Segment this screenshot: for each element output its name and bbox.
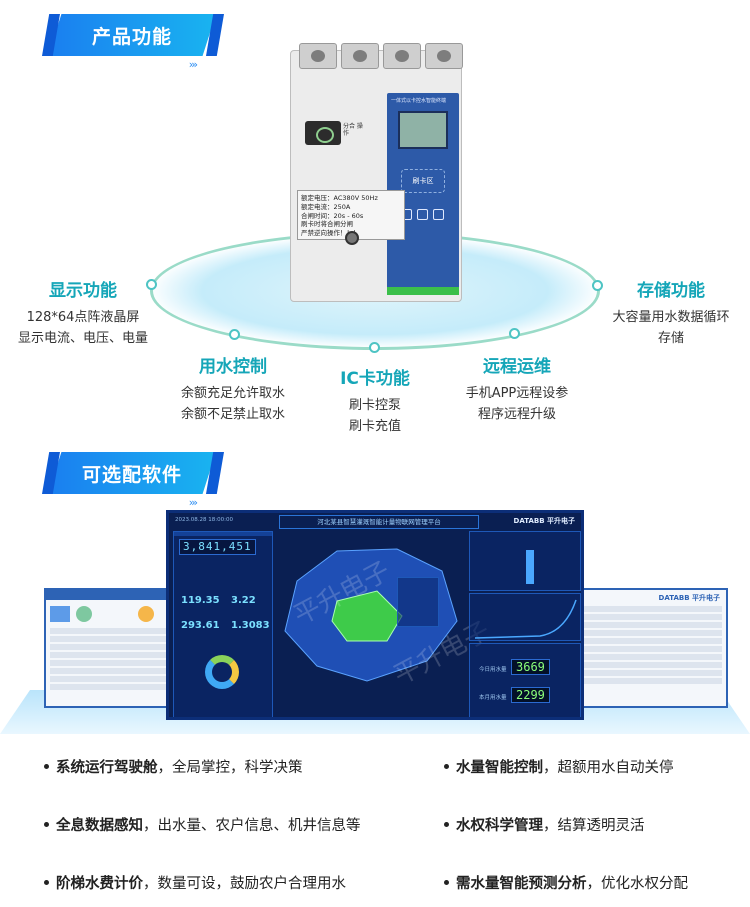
lcd-value: 2299 [511,687,550,703]
bullet-item: 系统运行驾驶舱，全局掌控，科学决策 [44,756,303,777]
dashboard-screen: 2023.08.28 18:00:00 河北某县智慧灌溉智能计量物联网管理平台 … [166,510,584,720]
bullet-item: 需水量智能预测分析，优化水权分配 [444,872,688,893]
stat-value: 3.22 [231,595,256,606]
bullet-item: 阶梯水费计价，数量可设，鼓励农户合理用水 [44,872,346,893]
dashboard-brand: DATABB 平升电子 [513,517,575,525]
knob-icon [345,231,359,245]
software-section-banner: 可选配软件 ››› [42,452,224,509]
terminal-icon [341,43,379,69]
product-section-banner: 产品功能 ››› [42,14,224,71]
lcd-panel [469,643,581,717]
switch-label: 分合 操作 [343,123,363,138]
chevrons-icon: ››› [188,58,198,71]
wiring-terminal-strip [387,287,459,295]
panel-title: 一体式以卡控水智能终端 [391,98,447,104]
ring-node-icon [509,328,520,339]
button-icon [433,209,444,220]
bullet-item: 水权科学管理，结算透明灵活 [444,814,645,835]
side-brand: DATABB 平升电子 [658,594,720,602]
left-panel [173,531,273,717]
feature-water-control: 用水控制 余额充足允许取水 余额不足禁止取水 [180,357,285,422]
software-section-title: 可选配软件 [81,463,182,486]
ring-node-icon [146,279,157,290]
dashboard-date: 2023.08.28 18:00:00 [175,517,233,523]
chart-icon [50,606,70,622]
stat-value: 1.3083 [231,620,270,631]
card-swipe-area: 刷卡区 [401,169,445,193]
stat-value: 119.35 [181,595,220,606]
play-button-icon [417,209,428,220]
dashboard-title: 河北某县智慧灌溉智能计量物联网管理平台 [279,515,479,529]
side-screen-right: DATABB 平升电子 [578,588,728,708]
lcd-label: 本月用水量 [479,695,507,701]
product-section-title: 产品功能 [91,25,172,48]
curve-chart-panel [469,593,581,641]
bullet-item: 全息数据感知，出水量、农户信息、机井信息等 [44,814,361,835]
bullet-item: 水量智能控制，超额用水自动关停 [444,756,674,777]
ring-node-icon [369,342,380,353]
lcd-value: 3669 [511,659,550,675]
feature-storage: 存储功能 大容量用水数据循环 存储 [612,281,730,346]
feature-display: 显示功能 128*64点阵液晶屏 显示电流、电压、电量 [17,281,148,346]
pie-icon [138,606,154,622]
feature-ic-card: IC卡功能 刷卡控泵 刷卡充值 [340,369,410,434]
control-terminal-device: 分合 操作 一体式以卡控水智能终端 刷卡区 额定电压：AC380V 50Hz 额… [290,43,463,302]
bar-chart-panel [469,531,581,591]
terminal-icon [299,43,337,69]
pie-icon [76,606,92,622]
map-popup [397,577,439,627]
feature-remote-ops: 远程运维 手机APP远程设参 程序远程升级 [465,357,569,422]
terminal-icon [383,43,421,69]
switch-icon [305,121,341,145]
chevrons-icon: ››› [188,496,198,509]
ring-node-icon [592,280,603,291]
ring-node-icon [229,329,240,340]
stat-value: 293.61 [181,620,220,631]
water-counter: 3,841,451 [179,539,256,555]
lcd-screen [398,111,448,149]
lcd-label: 今日用水量 [479,667,507,673]
donut-chart [205,655,239,689]
device-front-panel: 一体式以卡控水智能终端 刷卡区 [387,93,459,293]
terminal-icon [425,43,463,69]
